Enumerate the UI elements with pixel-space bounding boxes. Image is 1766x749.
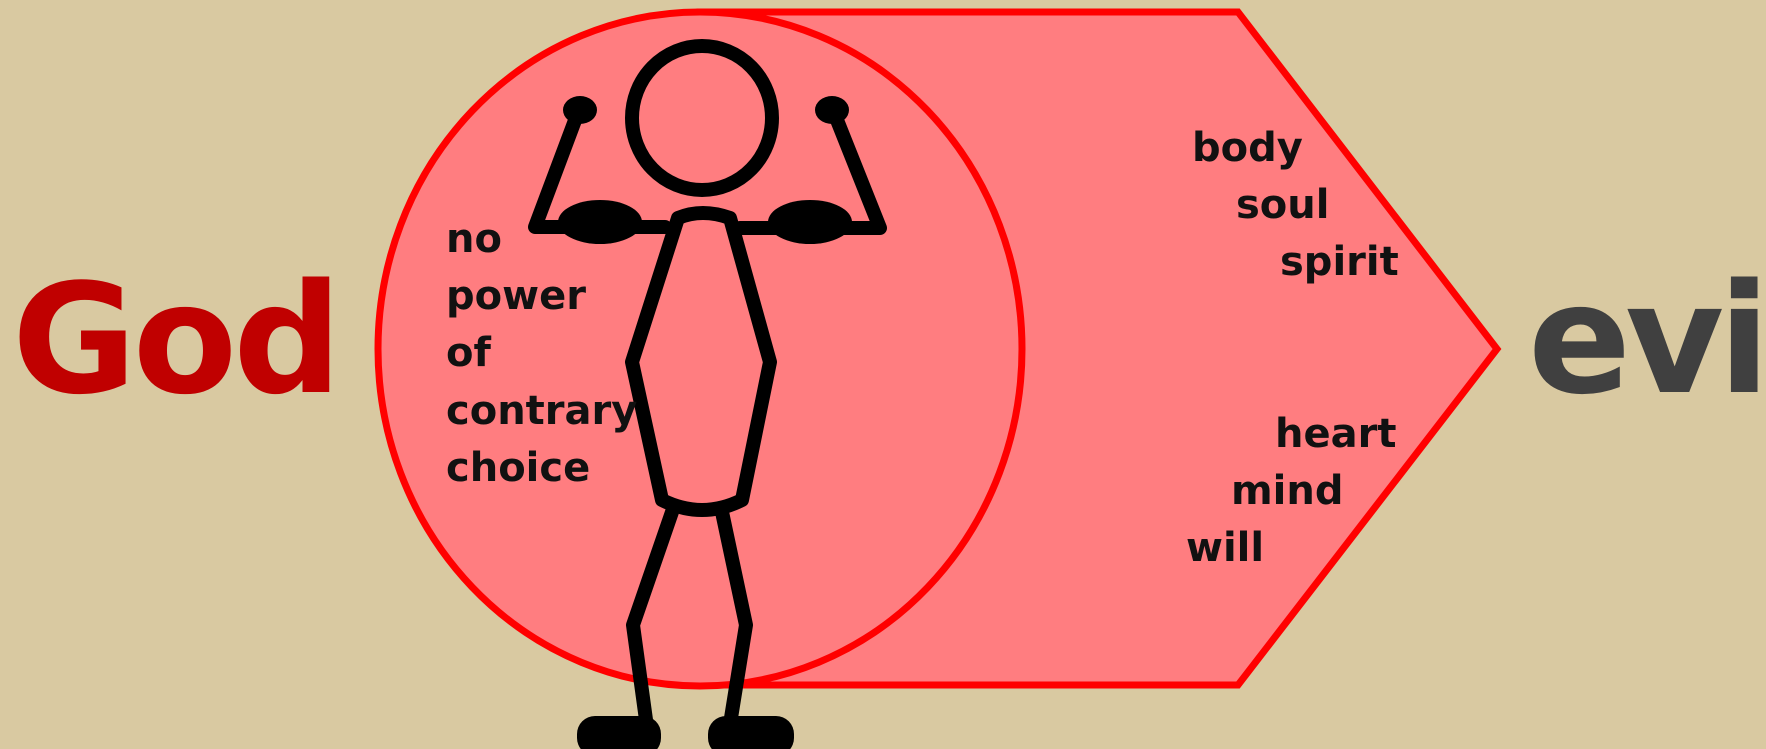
circle-label-line-4: contrary [446, 391, 637, 431]
lower-faculty-will: will [1186, 528, 1264, 568]
upper-faculty-body: body [1192, 128, 1303, 168]
upper-faculty-spirit: spirit [1280, 242, 1399, 282]
evil-label: evil [1528, 264, 1766, 416]
god-label: God [12, 264, 338, 416]
circle-label-line-5: choice [446, 448, 590, 488]
lower-faculty-mind: mind [1231, 471, 1344, 511]
circle-label-line-3: of [446, 333, 491, 373]
upper-faculty-soul: soul [1236, 185, 1329, 225]
circle-label-line-1: no [446, 219, 502, 259]
circle-label-line-2: power [446, 276, 586, 316]
lower-faculty-heart: heart [1275, 414, 1396, 454]
